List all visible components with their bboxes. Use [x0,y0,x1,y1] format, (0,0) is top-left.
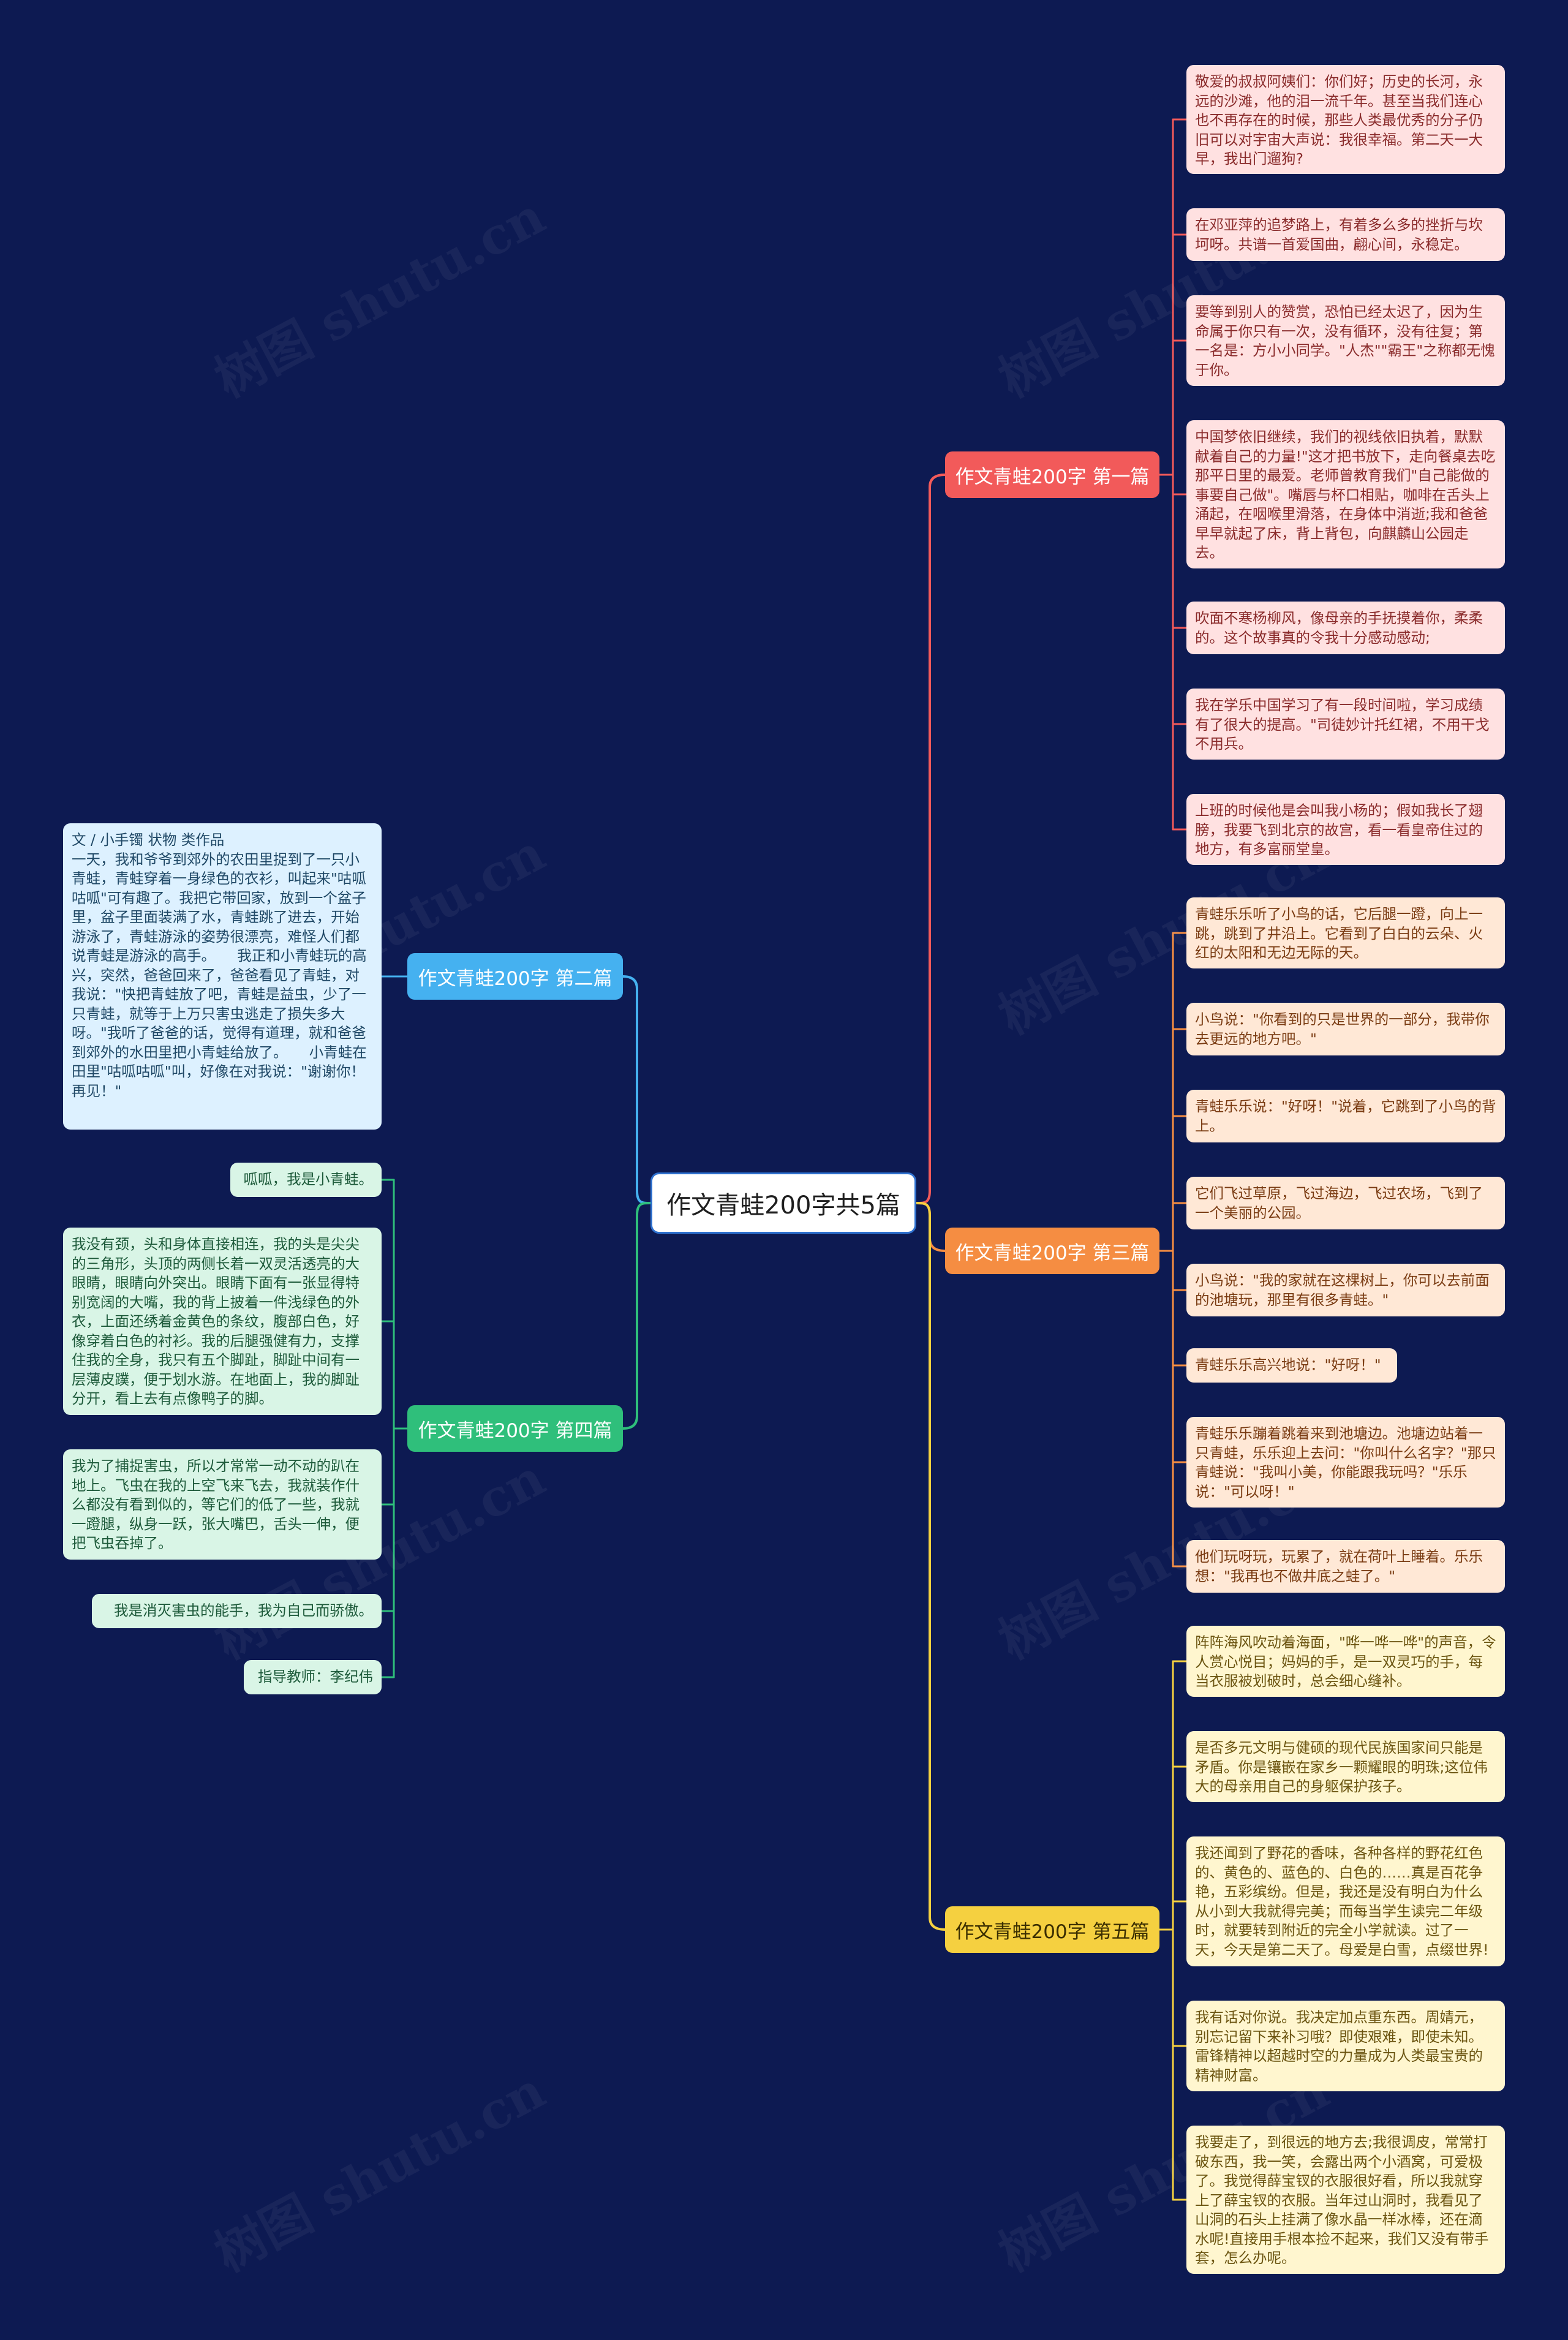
leaf-node: 青蛙乐乐蹦着跳着来到池塘边。池塘边站着一只青蛙，乐乐迎上去问："你叫什么名字？"… [1186,1417,1505,1508]
leaf-node: 呱呱，我是小青蛙。 [230,1163,382,1197]
connector-line [915,474,946,1204]
leaf-node: 青蛙乐乐听了小鸟的话，它后腿一蹬，向上一跳，跳到了井沿上。它看到了白白的云朵、火… [1186,897,1505,968]
leaf-node: 我在学乐中国学习了有一段时间啦，学习成绩有了很大的提高。"司徒妙计托红裙，不用干… [1186,689,1505,760]
branch-node-3[interactable]: 作文青蛙200字 第三篇 [945,1228,1159,1274]
leaf-node: 青蛙乐乐高兴地说："好呀！" [1186,1348,1397,1383]
leaf-node: 是否多元文明与健硕的现代民族国家间只能是矛盾。你是镶嵌在家乡一颗耀眼的明珠;这位… [1186,1731,1505,1802]
leaf-node: 上班的时候他是会叫我小杨的；假如我长了翅膀，我要飞到北京的故宫，看一看皇帝住过的… [1186,794,1505,865]
leaf-node: 中国梦依旧继续，我们的视线依旧执着，默默献着自己的力量!"这才把书放下，走向餐桌… [1186,420,1505,568]
leaf-node: 青蛙乐乐说："好呀！"说着，它跳到了小鸟的背上。 [1186,1090,1505,1142]
leaf-node: 小鸟说："你看到的只是世界的一部分，我带你去更远的地方吧。" [1186,1003,1505,1055]
connector-line [622,1202,652,1430]
branch-node-1[interactable]: 作文青蛙200字 第一篇 [945,451,1159,498]
leaf-node: 阵阵海风吹动着海面，"哗一哗一哗"的声音，令人赏心悦目；妈妈的手，是一双灵巧的手… [1186,1626,1505,1697]
branch-node-4[interactable]: 作文青蛙200字 第四篇 [407,1405,623,1452]
leaf-node: 文 / 小手镯 状物 类作品 一天，我和爷爷到郊外的农田里捉到了一只小青蛙，青蛙… [63,823,382,1130]
leaf-node: 它们飞过草原，飞过海边，飞过农场，飞到了一个美丽的公园。 [1186,1177,1505,1229]
leaf-node: 我没有颈，头和身体直接相连，我的头是尖尖的三角形，头顶的两侧长着一双灵活透亮的大… [63,1228,382,1415]
connector-line [622,975,652,1204]
leaf-node: 在邓亚萍的追梦路上，有着多么多的挫折与坎坷呀。共谱一首爱国曲，翩心间，永稳定。 [1186,208,1505,261]
leaf-node: 他们玩呀玩，玩累了，就在荷叶上睡着。乐乐想："我再也不做井底之蛙了。" [1186,1540,1505,1593]
leaf-node: 我要走了，到很远的地方去;我很调皮，常常打破东西，我一笑，会露出两个小酒窝，可爱… [1186,2126,1505,2274]
branch-node-2[interactable]: 作文青蛙200字 第二篇 [407,953,623,1000]
branch-node-5[interactable]: 作文青蛙200字 第五篇 [945,1906,1159,1953]
leaf-node: 要等到别人的赞赏，恐怕已经太迟了，因为生命属于你只有一次，没有循环，没有往复；第… [1186,295,1505,386]
leaf-node: 敬爱的叔叔阿姨们：你们好；历史的长河，永远的沙滩，他的泪一流千年。甚至当我们连心… [1186,65,1505,174]
leaf-node: 吹面不寒杨柳风，像母亲的手抚摸着你，柔柔的。这个故事真的令我十分感动感动; [1186,602,1505,654]
connector-line [915,1202,946,1931]
leaf-node: 我有话对你说。我决定加点重东西。周婧元，别忘记留下来补习哦？即使艰难，即使未知。… [1186,2001,1505,2091]
root-node[interactable]: 作文青蛙200字共5篇 [650,1172,916,1234]
leaf-node: 我是消灭害虫的能手，我为自己而骄傲。 [92,1594,382,1628]
leaf-node: 指导教师：李纪伟 [244,1660,382,1694]
leaf-node: 小鸟说："我的家就在这棵树上，你可以去前面的池塘玩，那里有很多青蛙。" [1186,1264,1505,1316]
leaf-node: 我为了捕捉害虫，所以才常常一动不动的趴在地上。飞虫在我的上空飞来飞去，我就装作什… [63,1449,382,1560]
leaf-node: 我还闻到了野花的香味，各种各样的野花红色的、黄色的、蓝色的、白色的……真是百花争… [1186,1836,1505,1966]
